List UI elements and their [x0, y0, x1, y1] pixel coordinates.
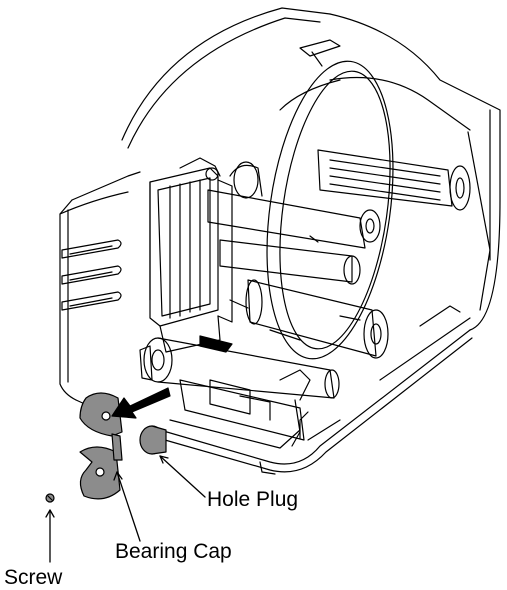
lower-mechanism [179, 369, 311, 447]
front-panel-slots [61, 239, 122, 311]
printhead-assembly [149, 157, 233, 353]
screw-part [45, 493, 55, 503]
bearing-cap-label: Bearing Cap [115, 540, 232, 563]
hole-plug-part [139, 425, 167, 455]
lower-roller [229, 279, 389, 359]
hole-plug-leader [159, 455, 206, 498]
supply-spindle [299, 39, 471, 211]
platen-roller [139, 335, 340, 399]
upper-roller [207, 161, 381, 285]
bearing-cap-part [79, 392, 123, 500]
bearing-cap-leader [116, 471, 141, 542]
screw-label: Screw [4, 566, 63, 589]
removal-arrow-icon [111, 387, 171, 419]
leader-lines [45, 455, 206, 563]
printer-housing [59, 7, 501, 475]
hole-plug-label: Hole Plug [207, 488, 299, 511]
